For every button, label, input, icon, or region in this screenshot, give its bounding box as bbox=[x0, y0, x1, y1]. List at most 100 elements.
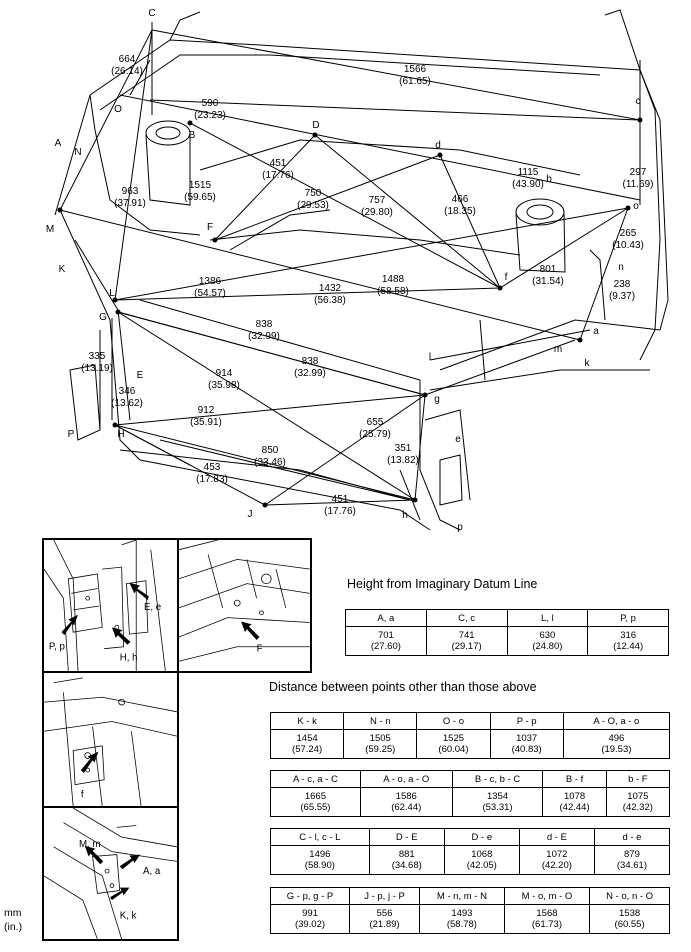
point-label: C bbox=[148, 8, 155, 19]
column-header: b - F bbox=[605, 770, 671, 788]
table-cell: 1505(59.25) bbox=[343, 729, 418, 759]
dim-label: 1488(58.58) bbox=[377, 274, 409, 297]
column-header: C, c bbox=[425, 609, 508, 627]
distance-section-title: Distance between points other than those… bbox=[269, 680, 537, 694]
dim-label: 963(37.91) bbox=[114, 186, 146, 209]
point-label: P bbox=[68, 429, 75, 440]
units-mm: mm bbox=[4, 907, 22, 919]
point-label: J bbox=[248, 509, 253, 520]
dim-label: 757(29.80) bbox=[361, 195, 393, 218]
column-header: D - E bbox=[368, 828, 445, 846]
dim-label: 750(29.53) bbox=[297, 188, 329, 211]
detail-inset-m-a-k: M, m A, a K, k bbox=[42, 806, 179, 941]
column-header: M - n, m - N bbox=[419, 887, 505, 905]
point-label: p bbox=[457, 522, 463, 533]
inset-label: M, m bbox=[79, 839, 101, 850]
inset-label: K, k bbox=[120, 911, 137, 922]
column-header: N - o, n - O bbox=[589, 887, 670, 905]
distance-table: G - p, g - P J - p, j - P M - n, m - N M… bbox=[270, 887, 670, 934]
table-cell: 741(29.17) bbox=[425, 626, 508, 656]
point-label: m bbox=[554, 344, 562, 355]
table-cell: 881(34.68) bbox=[368, 845, 445, 875]
body-dimension-diagram: 664(26.14) 1566(61.65) 590(23.23) 1115(4… bbox=[46, 8, 669, 533]
table-cell: 1493(58.78) bbox=[419, 904, 505, 934]
dim-label: 655(25.79) bbox=[359, 417, 391, 440]
inset-label: f bbox=[81, 789, 84, 800]
dim-label: 1432(56.38) bbox=[314, 283, 346, 306]
table-cell: 879(34.61) bbox=[593, 845, 671, 875]
dim-label: 590(23.23) bbox=[194, 98, 226, 121]
column-header: B - f bbox=[542, 770, 607, 788]
dim-label: 912(35.91) bbox=[190, 405, 222, 428]
detail-inset-e-p-h: E, e P, p H, h bbox=[42, 538, 179, 673]
point-label: l bbox=[429, 352, 431, 363]
column-header: A - O, a - o bbox=[562, 712, 671, 730]
inset-label: H, h bbox=[120, 652, 138, 663]
column-header: C - l, c - L bbox=[270, 828, 370, 846]
dim-label: 351(13.82) bbox=[387, 443, 419, 466]
dimension-labels: 664(26.14) 1566(61.65) 590(23.23) 1115(4… bbox=[81, 54, 653, 517]
column-header: L, l bbox=[506, 609, 589, 627]
point-label: A bbox=[55, 138, 62, 149]
point-label: D bbox=[312, 120, 319, 131]
distance-table: A - c, a - C A - o, a - O B - c, b - C B… bbox=[270, 770, 671, 817]
point-label: F bbox=[207, 222, 213, 233]
table-cell: 1075(42.32) bbox=[605, 787, 671, 817]
dim-label: 664(26.14) bbox=[111, 54, 143, 77]
inset-label: P, p bbox=[49, 642, 65, 653]
column-header: N - n bbox=[343, 712, 418, 730]
inset-drawing: f bbox=[44, 677, 177, 806]
dim-label: 265(10.43) bbox=[612, 228, 644, 251]
point-label: g bbox=[434, 394, 440, 405]
column-header: d - e bbox=[593, 828, 671, 846]
point-label: o bbox=[633, 201, 639, 212]
distance-table: K - k N - n O - o P - p A - O, a - o 145… bbox=[269, 712, 671, 759]
units-legend: mm (in.) bbox=[4, 906, 22, 934]
height-section-title: Height from Imaginary Datum Line bbox=[347, 577, 538, 591]
column-header: M - o, m - O bbox=[503, 887, 591, 905]
dim-label: 238(9.37) bbox=[609, 279, 635, 302]
point-label: G bbox=[99, 312, 107, 323]
point-label: K bbox=[59, 264, 66, 275]
column-header: A - o, a - O bbox=[359, 770, 453, 788]
table-cell: 1078(42.44) bbox=[542, 787, 607, 817]
point-label: b bbox=[546, 174, 552, 185]
point-label: N bbox=[74, 147, 81, 158]
dim-label: 1115(43.90) bbox=[512, 167, 544, 190]
measurement-dots bbox=[57, 117, 643, 508]
inset-drawing: M, m A, a K, k bbox=[44, 808, 177, 939]
table-cell: 1665(65.55) bbox=[270, 787, 361, 817]
point-label: B bbox=[189, 130, 196, 141]
dim-label: 453(17.83) bbox=[196, 462, 228, 485]
column-header: P - p bbox=[489, 712, 564, 730]
inset-label: E, e bbox=[144, 602, 161, 613]
detail-inset-f-upper: F bbox=[177, 538, 312, 673]
dimension-lines bbox=[59, 22, 641, 506]
dim-label: 451(17.76) bbox=[324, 494, 356, 517]
point-label: H bbox=[117, 429, 124, 440]
detail-inset-f-lower: f bbox=[42, 671, 179, 808]
dim-label: 466(18.35) bbox=[444, 194, 476, 217]
dim-label: 838(32.99) bbox=[248, 319, 280, 342]
point-label: a bbox=[593, 326, 599, 337]
point-label: M bbox=[46, 224, 54, 235]
table-cell: 1538(60.55) bbox=[589, 904, 670, 934]
point-label: n bbox=[618, 262, 624, 273]
column-header: A, a bbox=[345, 609, 427, 627]
table-cell: 1496(58.90) bbox=[270, 845, 370, 875]
dim-label: 801(31.54) bbox=[532, 264, 564, 287]
point-labels: C O A N B D M K L G E P H J F c b d o n … bbox=[46, 8, 641, 533]
dim-label: 914(35.98) bbox=[208, 368, 240, 391]
table-cell: 630(24.80) bbox=[506, 626, 589, 656]
dim-label: 451(17.76) bbox=[262, 158, 294, 181]
point-label: e bbox=[455, 434, 461, 445]
inset-label: F bbox=[257, 644, 263, 655]
column-header: d - E bbox=[518, 828, 595, 846]
table-cell: 1354(53.31) bbox=[451, 787, 544, 817]
column-header: P, p bbox=[587, 609, 669, 627]
dim-label: 1566(61.65) bbox=[399, 64, 431, 87]
dim-label: 838(32.99) bbox=[294, 356, 326, 379]
dim-label: 335(13.19) bbox=[81, 351, 113, 374]
dim-label: 1515(59.65) bbox=[184, 180, 216, 203]
table-cell: 316(12.44) bbox=[587, 626, 669, 656]
